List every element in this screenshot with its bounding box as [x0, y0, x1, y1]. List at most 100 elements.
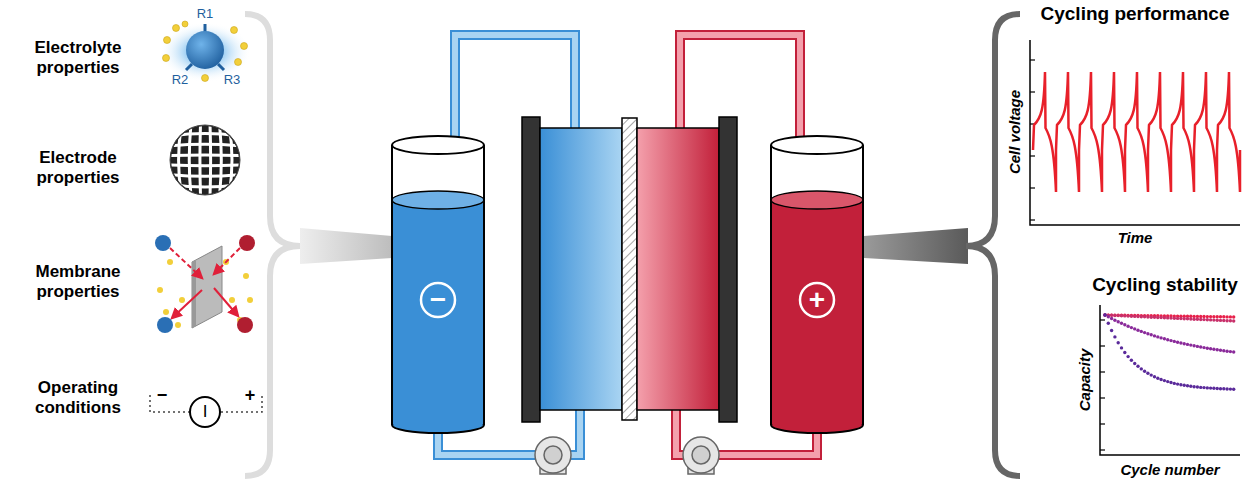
property-label: Electrolyte properties — [3, 38, 153, 79]
axis-label: Cycle number — [1120, 461, 1219, 479]
data-point — [1212, 315, 1215, 318]
data-point — [1107, 322, 1110, 325]
data-point — [1123, 314, 1126, 317]
data-point — [1110, 314, 1113, 317]
data-point — [1229, 319, 1232, 322]
data-point — [1156, 316, 1159, 319]
data-point — [1166, 380, 1169, 383]
data-point — [1150, 333, 1153, 336]
data-point — [1216, 319, 1219, 322]
property-label: Operating conditions — [3, 378, 153, 419]
data-point — [1117, 314, 1120, 317]
data-point — [1222, 319, 1225, 322]
current-symbol: I — [203, 402, 208, 422]
electrode-grid — [168, 123, 243, 198]
grid-line — [168, 184, 242, 187]
data-point — [1183, 317, 1186, 320]
axis-label: Capacity — [1076, 349, 1094, 412]
data-point — [1222, 315, 1225, 318]
data-point — [1153, 375, 1156, 378]
axis-label: Cell voltage — [1006, 90, 1024, 174]
data-point — [1110, 313, 1113, 316]
data-point — [1150, 316, 1153, 319]
tick — [1030, 155, 1035, 156]
grid-line — [168, 194, 242, 198]
data-point — [1117, 341, 1120, 344]
data-point — [1143, 315, 1146, 318]
tick — [1100, 371, 1105, 372]
data-point — [1117, 314, 1120, 317]
data-point — [1117, 320, 1120, 323]
data-point — [1123, 314, 1126, 317]
data-point — [1156, 335, 1159, 338]
chart-panel: Cycling stability — [1090, 274, 1240, 296]
data-point — [1222, 349, 1225, 352]
data-point — [1219, 387, 1222, 390]
tick — [1100, 449, 1105, 450]
data-point — [1186, 317, 1189, 320]
negative-sign: − — [430, 283, 446, 317]
data-point — [1192, 344, 1195, 347]
data-point — [1196, 345, 1199, 348]
data-point — [1140, 367, 1143, 370]
data-point — [1216, 315, 1219, 318]
data-point — [1179, 383, 1182, 386]
data-point — [1176, 317, 1179, 320]
data-point — [1133, 315, 1136, 318]
data-point — [1120, 314, 1123, 317]
data-point — [1166, 338, 1169, 341]
data-point — [1192, 385, 1195, 388]
data-point — [1225, 319, 1228, 322]
data-point — [1113, 314, 1116, 317]
property-label: Membrane properties — [3, 262, 153, 303]
data-point — [1229, 387, 1232, 390]
data-point — [1113, 335, 1116, 338]
data-point — [1136, 329, 1139, 332]
data-point — [1126, 314, 1129, 317]
data-point — [1133, 314, 1136, 317]
data-point — [1199, 318, 1202, 321]
data-point — [1216, 387, 1219, 390]
data-point — [1173, 317, 1176, 320]
data-point — [1159, 336, 1162, 339]
data-point — [1192, 318, 1195, 321]
substituent-label: R2 — [172, 72, 189, 88]
data-point — [1225, 350, 1228, 353]
data-point — [1186, 343, 1189, 346]
data-point — [1113, 314, 1116, 317]
terminal-sign: + — [245, 385, 256, 407]
data-point — [1120, 346, 1123, 349]
data-point — [1232, 315, 1235, 318]
positive-sign: + — [809, 283, 825, 317]
tick — [1030, 219, 1035, 220]
data-point — [1140, 315, 1143, 318]
data-point — [1189, 343, 1192, 346]
data-point — [1209, 386, 1212, 389]
data-point — [1120, 314, 1123, 317]
voltage-trace — [1033, 72, 1240, 192]
data-point — [1123, 351, 1126, 354]
data-point — [1113, 319, 1116, 322]
data-point — [1140, 330, 1143, 333]
data-point — [1183, 342, 1186, 345]
data-point — [1107, 315, 1110, 318]
data-point — [1110, 317, 1113, 320]
data-point — [1169, 316, 1172, 319]
data-point — [1120, 322, 1123, 325]
data-point — [1206, 315, 1209, 318]
data-point — [1212, 387, 1215, 390]
data-point — [1110, 329, 1113, 332]
data-point — [1212, 318, 1215, 321]
data-point — [1232, 350, 1235, 353]
data-point — [1156, 377, 1159, 380]
tick — [1030, 59, 1035, 60]
data-point — [1143, 370, 1146, 373]
data-point — [1179, 317, 1182, 320]
data-point — [1196, 315, 1199, 318]
data-point — [1206, 386, 1209, 389]
data-point — [1222, 387, 1225, 390]
data-point — [1229, 350, 1232, 353]
axis-label: Time — [1118, 229, 1153, 247]
data-point — [1202, 346, 1205, 349]
data-point — [1169, 339, 1172, 342]
